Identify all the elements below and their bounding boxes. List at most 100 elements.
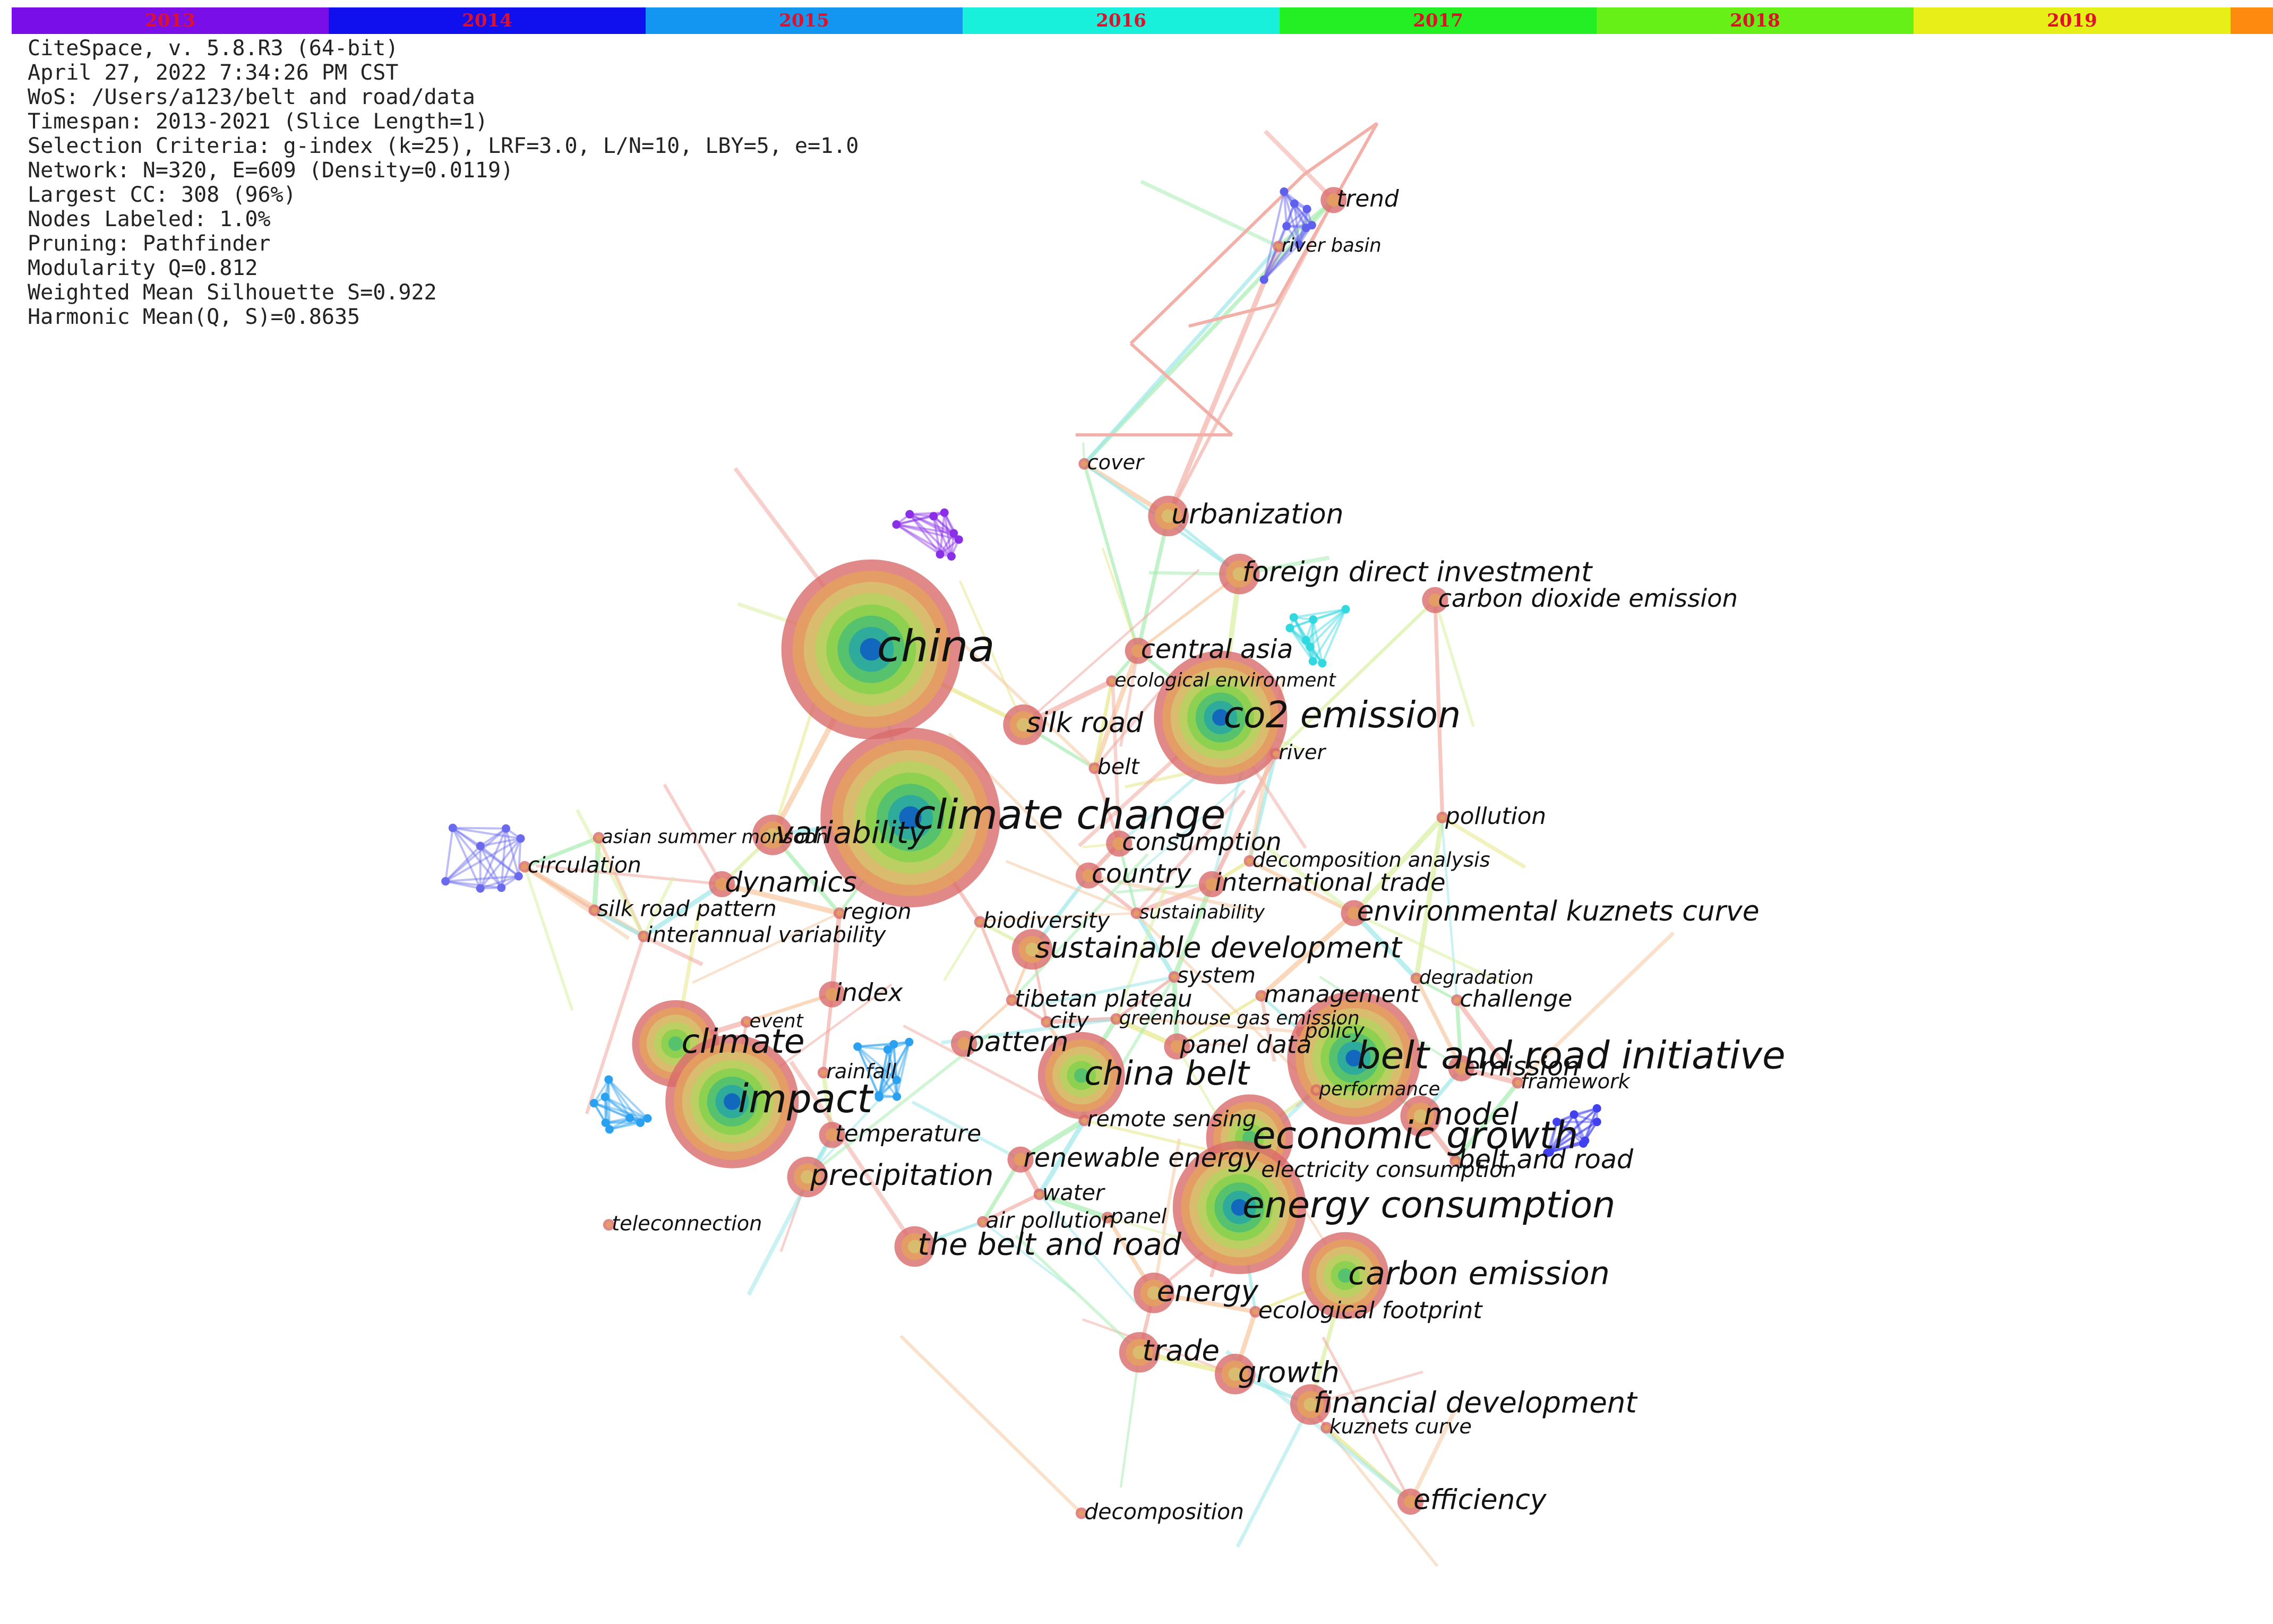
keyword-node[interactable]	[894, 1226, 935, 1267]
cluster-edge	[479, 845, 520, 878]
keyword-node[interactable]	[638, 930, 650, 942]
keyword-node[interactable]	[1101, 1211, 1113, 1224]
keyword-node[interactable]	[1301, 1232, 1389, 1319]
cluster-node	[892, 520, 901, 529]
keyword-node[interactable]	[1243, 855, 1256, 867]
keyword-node[interactable]	[1449, 1155, 1462, 1167]
keyword-node[interactable]	[819, 1122, 845, 1148]
cluster-node	[514, 872, 523, 881]
keyword-node[interactable]	[1320, 1422, 1333, 1434]
keyword-node[interactable]	[1110, 1013, 1122, 1025]
node-ring	[1081, 461, 1087, 467]
keyword-node[interactable]	[1273, 240, 1284, 253]
timeline-segment-2014: 2014	[329, 7, 646, 34]
keyword-node[interactable]	[1164, 1033, 1190, 1060]
node-ring	[1452, 1158, 1459, 1164]
keyword-node[interactable]	[1006, 994, 1018, 1006]
keyword-label: challenge	[1460, 985, 1572, 1012]
node-ring	[715, 878, 728, 891]
keyword-node[interactable]	[1290, 1384, 1331, 1425]
keyword-node[interactable]	[588, 904, 601, 916]
cluster-mesh	[1543, 1104, 1601, 1157]
keyword-node[interactable]	[817, 1067, 829, 1079]
keyword-label: interannual variability	[647, 922, 887, 948]
node-ring	[977, 918, 983, 925]
cluster-edge	[878, 1044, 895, 1096]
keyword-node[interactable]	[787, 1156, 828, 1198]
network-edge	[1129, 342, 1233, 436]
keyword-label: co2 emission	[1223, 694, 1461, 736]
cluster-node	[940, 508, 949, 517]
keyword-node[interactable]	[1125, 638, 1151, 664]
keyword-node[interactable]	[1106, 675, 1118, 688]
cluster-node	[1308, 657, 1317, 666]
keyword-node[interactable]	[1436, 811, 1448, 823]
keyword-node[interactable]	[519, 861, 531, 873]
keyword-label: teleconnection	[612, 1213, 762, 1236]
keyword-node[interactable]	[1154, 650, 1288, 785]
keyword-node[interactable]	[977, 1216, 989, 1228]
cluster-node	[874, 1093, 884, 1102]
keyword-node[interactable]	[752, 814, 793, 855]
keyword-node[interactable]	[951, 1030, 977, 1057]
cluster-node	[947, 552, 956, 561]
keyword-node[interactable]	[1448, 1055, 1474, 1081]
keyword-node[interactable]	[1041, 1016, 1053, 1028]
network-edge	[1083, 245, 1280, 466]
keyword-node[interactable]	[1341, 900, 1367, 926]
keyword-node[interactable]	[1172, 1140, 1306, 1274]
keyword-node[interactable]	[1214, 1354, 1256, 1395]
keyword-node[interactable]	[1011, 929, 1053, 970]
keyword-node[interactable]	[1088, 762, 1101, 774]
keyword-node[interactable]	[1400, 1096, 1441, 1137]
keyword-node[interactable]	[593, 832, 605, 844]
keyword-node[interactable]	[1075, 1507, 1087, 1519]
keyword-node[interactable]	[819, 981, 845, 1008]
cluster-node	[589, 1098, 598, 1107]
keyword-node[interactable]	[1119, 1332, 1160, 1373]
keyword-node[interactable]	[1397, 1488, 1424, 1515]
keyword-node[interactable]	[709, 871, 735, 898]
keyword-node[interactable]	[1249, 1305, 1262, 1318]
keyword-node[interactable]	[1033, 1188, 1045, 1200]
keyword-node[interactable]	[833, 907, 845, 919]
keyword-node[interactable]	[820, 727, 1000, 908]
network-edge	[911, 1101, 1022, 1161]
network-edge	[1135, 1016, 1302, 1034]
keyword-node[interactable]	[1007, 1146, 1034, 1173]
keyword-node[interactable]	[1075, 862, 1102, 889]
keyword-node[interactable]	[1512, 1077, 1524, 1089]
keyword-label: environmental kuznets curve	[1357, 896, 1759, 927]
keyword-node[interactable]	[1130, 907, 1143, 919]
info-line: Harmonic Mean(Q, S)=0.8635	[28, 305, 361, 329]
keyword-node[interactable]	[1078, 1114, 1091, 1127]
cluster-edge	[857, 1041, 910, 1048]
keyword-node[interactable]	[1451, 994, 1463, 1006]
keyword-node[interactable]	[1134, 1273, 1174, 1313]
keyword-node[interactable]	[1198, 871, 1225, 898]
keyword-node[interactable]	[1320, 187, 1347, 213]
keyword-node[interactable]	[1078, 458, 1091, 470]
keyword-node[interactable]	[1219, 553, 1260, 595]
network-edge	[1433, 600, 1445, 818]
network-edge	[821, 994, 834, 1073]
keyword-node[interactable]	[1037, 1032, 1125, 1119]
keyword-node[interactable]	[603, 1219, 615, 1231]
keyword-node[interactable]	[1003, 704, 1044, 745]
keyword-node[interactable]	[1106, 830, 1133, 857]
keyword-node[interactable]	[1310, 1084, 1322, 1096]
keyword-node[interactable]	[741, 1016, 752, 1028]
keyword-node[interactable]	[974, 916, 986, 928]
keyword-node[interactable]	[1422, 587, 1448, 613]
node-ring	[1205, 878, 1219, 891]
keyword-node[interactable]	[781, 559, 962, 740]
keyword-node[interactable]	[1148, 495, 1189, 537]
cluster-node	[1579, 1139, 1588, 1148]
keyword-node[interactable]	[1255, 990, 1267, 1002]
keyword-node[interactable]	[665, 1035, 799, 1168]
keyword-node[interactable]	[1168, 971, 1180, 983]
keyword-node[interactable]	[1270, 747, 1282, 760]
network-edge	[1114, 887, 1167, 1020]
keyword-node[interactable]	[1410, 972, 1422, 984]
